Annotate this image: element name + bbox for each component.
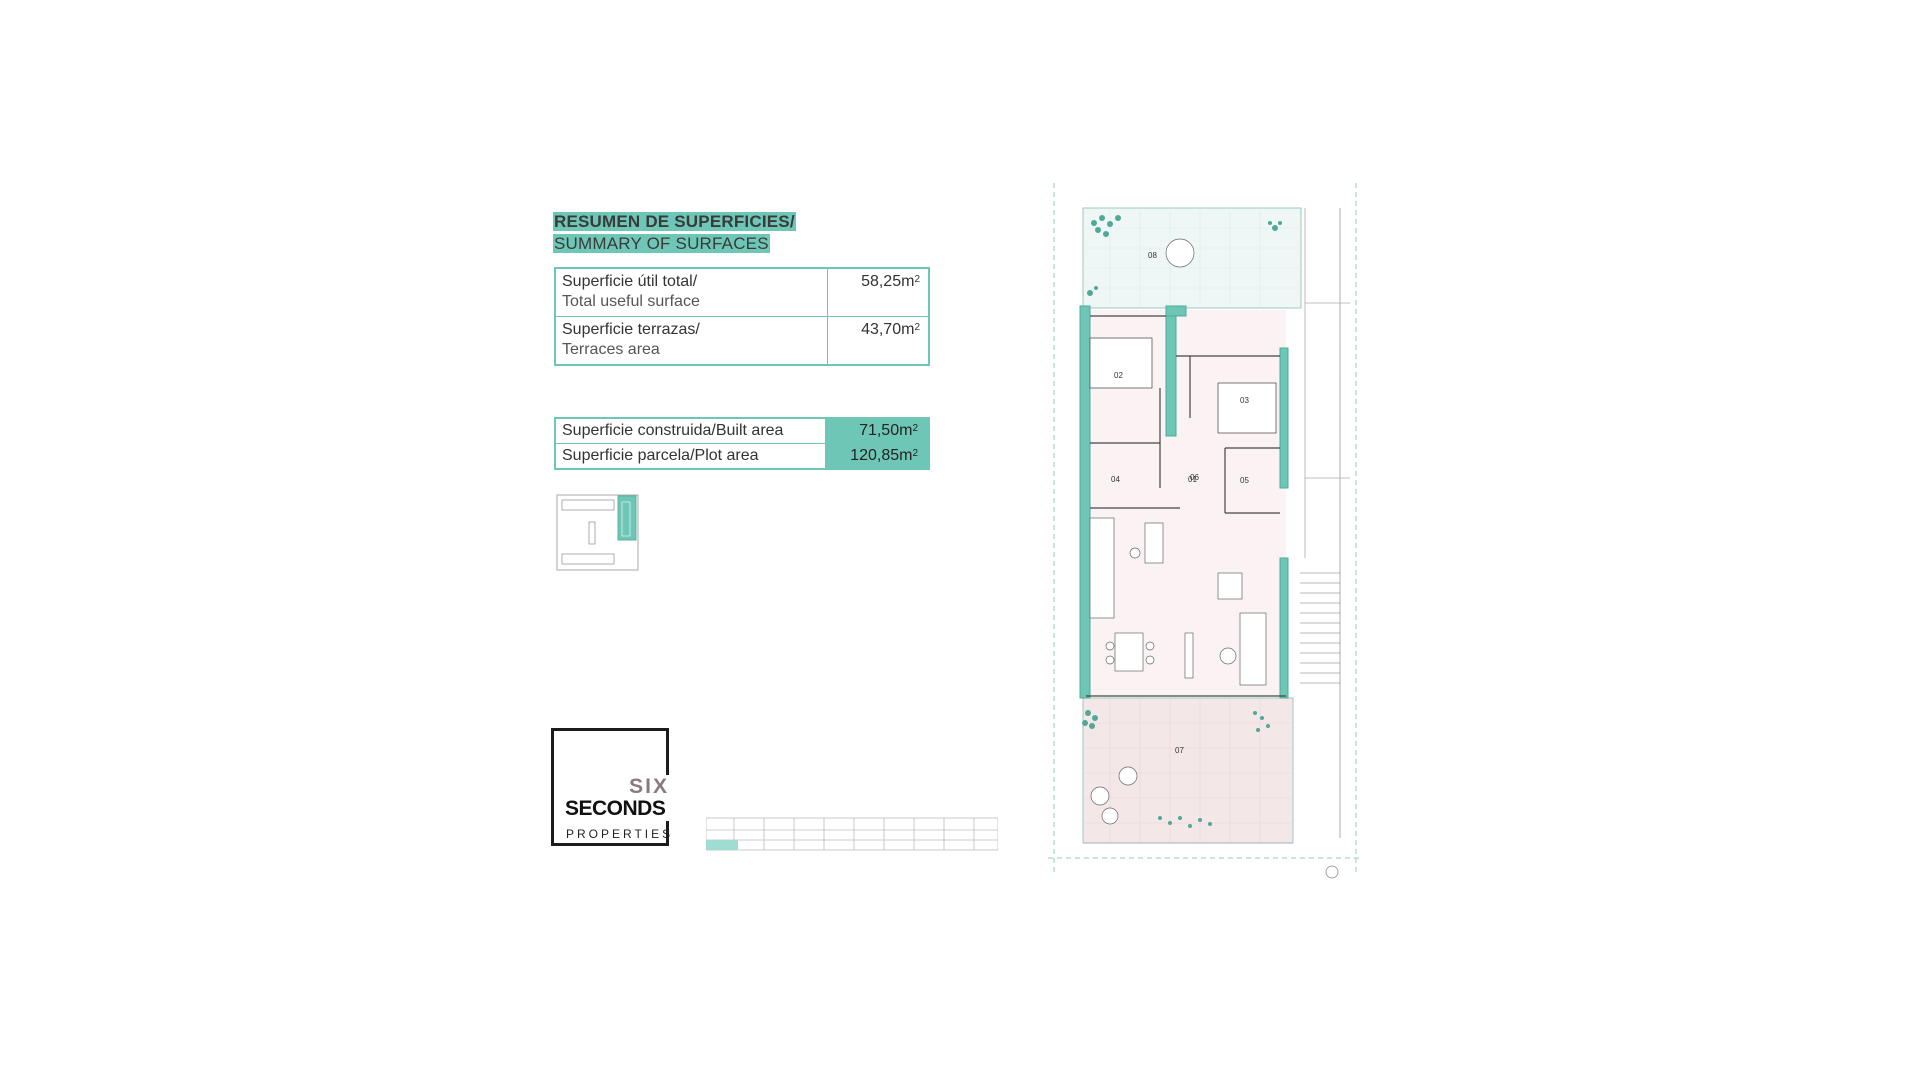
table-row: Superficie parcela/Plot area 120,85m2 [554,443,930,470]
room-04-label: 04 [1111,475,1120,484]
summary-title-es: RESUMEN DE SUPERFICIES/ [553,212,796,231]
label-es: Superficie terrazas/ [562,321,700,338]
room-02-label: 02 [1114,371,1123,380]
row-label: Superficie útil total/ Total useful surf… [554,267,828,317]
table-row: Superficie útil total/ Total useful surf… [554,267,930,317]
table-row: Superficie construida/Built area 71,50m2 [554,417,930,444]
building-elevation-thumbnail [706,817,998,851]
surfaces-table: Superficie útil total/ Total useful surf… [554,267,930,366]
room-05-label: 05 [1240,476,1249,485]
value-text: 58,25m [861,273,915,290]
floor-plan: 01 02 03 04 05 06 07 08 [1048,183,1360,879]
six-seconds-logo: SIX SECONDS PROPERTIES [551,728,686,846]
room-01-label: 01 [1188,475,1197,484]
label-es: Superficie útil total/ [562,273,698,290]
value-text: 120,85m [850,447,913,464]
areas-table: Superficie construida/Built area 71,50m2… [554,417,930,470]
row-value: 58,25m2 [827,267,930,317]
key-plan-thumbnail [556,494,639,571]
logo-properties: PROPERTIES [566,827,674,841]
unit-sup: 2 [914,322,920,333]
table-row: Superficie terrazas/ Terraces area 43,70… [554,316,930,366]
row-label: Superficie terrazas/ Terraces area [554,316,828,366]
value-text: 43,70m [861,321,915,338]
value-text: 71,50m [859,422,913,439]
unit-sup: 2 [912,423,918,434]
room-08-label: 08 [1148,251,1157,260]
row-label: Superficie construida/Built area [554,417,826,444]
row-value: 120,85m2 [825,443,930,470]
room-03-label: 03 [1240,396,1249,405]
room-06-label: 06 [1190,473,1199,482]
row-value: 43,70m2 [827,316,930,366]
row-value: 71,50m2 [825,417,930,444]
row-label: Superficie parcela/Plot area [554,443,826,470]
logo-seconds: SECONDS [565,797,686,821]
summary-heading: RESUMEN DE SUPERFICIES/ SUMMARY OF SURFA… [553,211,796,255]
label-en: Terraces area [562,341,660,358]
unit-sup: 2 [912,448,918,459]
room-07-label: 07 [1175,746,1184,755]
label-en: Total useful surface [562,293,700,310]
north-icon [1325,865,1339,879]
unit-sup: 2 [914,274,920,285]
logo-six: SIX [627,775,669,799]
summary-title-en: SUMMARY OF SURFACES [553,234,770,253]
